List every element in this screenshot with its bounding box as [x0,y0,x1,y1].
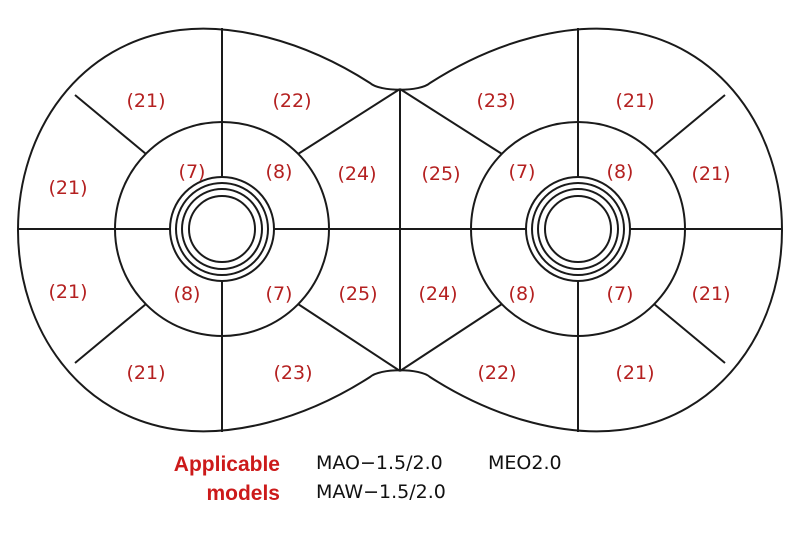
segment-label: (21) [615,90,654,112]
segment-label: (21) [48,177,87,199]
segment-diagram: (21) (22) (21) (7) (8) (24) (21) (8) (7)… [16,27,784,433]
heading-line-1: Applicable [173,453,280,476]
right-hub [525,176,631,282]
segment-label: (21) [48,281,87,303]
segment-label: (21) [126,362,165,384]
segment-label: (21) [615,362,654,384]
segment-label: (7) [509,161,536,183]
segment-label: (8) [174,283,201,305]
segment-label: (21) [691,163,730,185]
left-hub [169,176,275,282]
segment-label: (23) [476,90,515,112]
segment-label: (22) [477,362,516,384]
segment-label: (21) [126,90,165,112]
outer-outline [16,27,784,433]
segment-label: (23) [273,362,312,384]
segment-dividers [18,28,782,432]
model-name: MEO2.0 [488,452,562,474]
segment-label: (25) [421,163,460,185]
model-name: MAW−1.5/2.0 [316,481,446,503]
segment-label: (22) [272,90,311,112]
segment-label: (21) [691,283,730,305]
applicable-models-heading: Applicable models [120,450,280,508]
segment-label: (24) [337,163,376,185]
segment-label: (7) [266,283,293,305]
segment-label: (24) [418,283,457,305]
segment-label: (8) [509,283,536,305]
segment-label: (7) [607,283,634,305]
segment-label: (8) [266,161,293,183]
model-name: MAO−1.5/2.0 [316,452,443,474]
segment-label: (7) [179,161,206,183]
segment-label: (8) [607,161,634,183]
segment-label: (25) [338,283,377,305]
heading-line-2: models [206,482,280,505]
